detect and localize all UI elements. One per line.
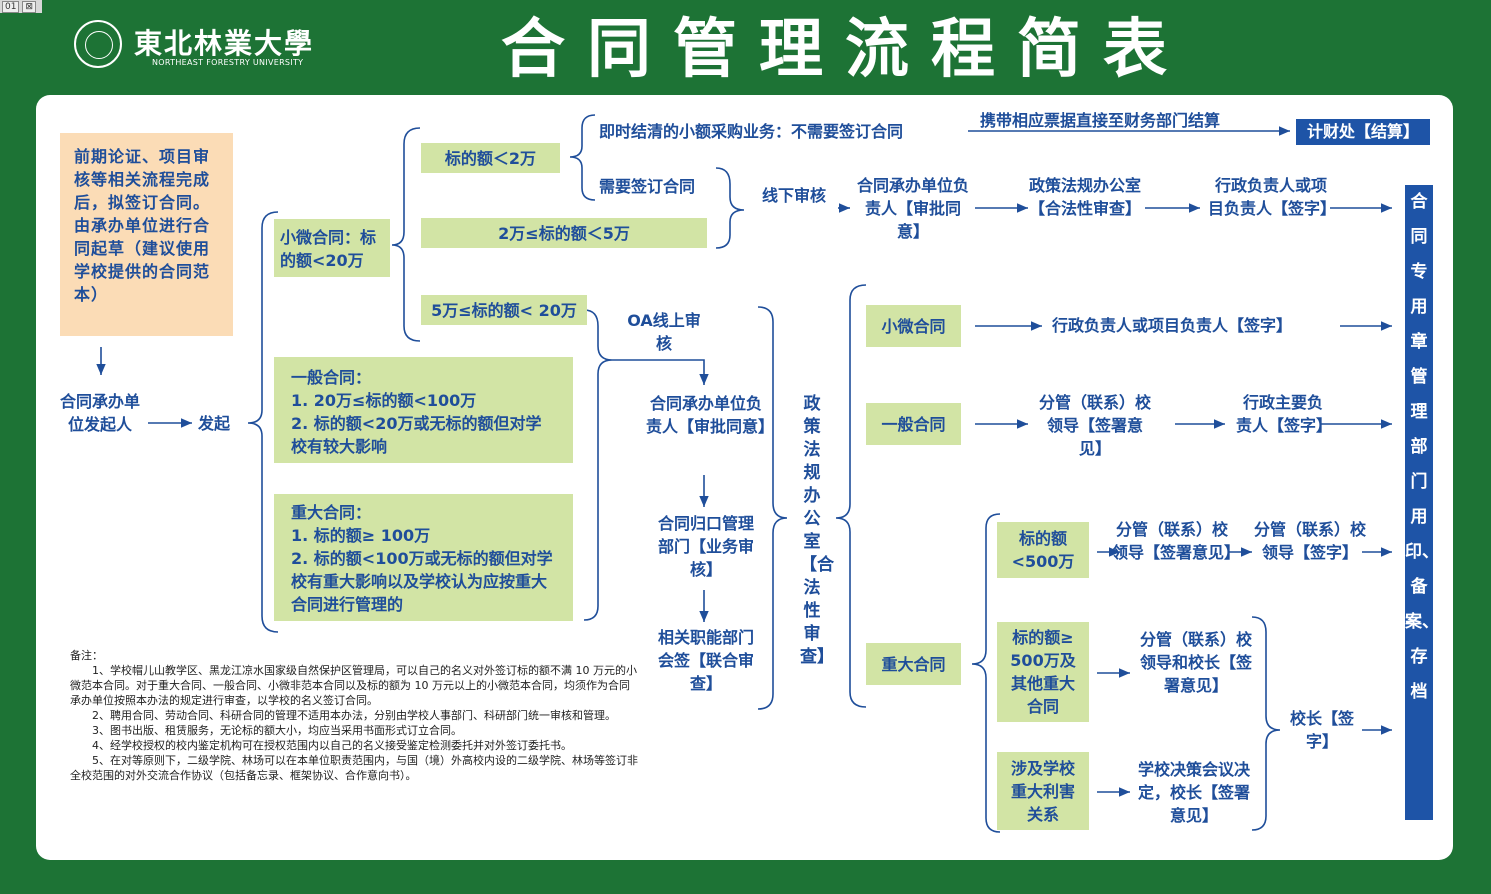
note-4: 4、经学校授权的校内鉴定机构可在授权范围内以自己的名义接受鉴定检测委托并对外签订… xyxy=(92,739,572,752)
seal-archive-bar: 合同专用章管理部门用印、备案、存档 xyxy=(1405,185,1439,820)
oa-step-joint: 相关职能部门会签【联合审查】 xyxy=(657,628,754,693)
branch-5to20: 5万≤标的额< 20万 xyxy=(421,295,587,325)
branch-2to5: 2万≤标的额＜5万 xyxy=(421,218,707,248)
close-icon[interactable]: ⊠ xyxy=(22,1,36,13)
logo-name-cn: 東北林業大學 xyxy=(134,27,315,60)
policy-office: 政策法规办公室【合法性审查】 xyxy=(800,394,834,667)
oa-review: OA线上审核 xyxy=(627,311,701,353)
oa-step-unit: 合同承办单位负责人【审批同意】 xyxy=(646,394,775,436)
flow-panel xyxy=(36,95,1453,860)
logo-name-en: NORTHEAST FORESTRY UNIVERSITY xyxy=(152,58,304,67)
finance-settle: 计财处【结算】 xyxy=(1296,119,1430,145)
launch-label: 发起 xyxy=(198,414,231,433)
need-contract: 需要签订合同 xyxy=(599,177,696,196)
offline-review: 线下审核 xyxy=(762,186,827,205)
offline-step-policy: 政策法规办公室【合法性审查】 xyxy=(1028,176,1141,218)
right-major: 重大合同 xyxy=(866,643,961,685)
note-2: 2、聘用合同、劳动合同、科研合同的管理不适用本办法，分别由学校人事部门、科研部门… xyxy=(92,709,616,722)
right-small-sign: 行政负责人或项目负责人【签字】 xyxy=(1052,316,1293,335)
major-branch-lt500: 标的额<500万 xyxy=(997,522,1089,578)
category-small: 小微合同：标的额<20万 xyxy=(274,219,390,277)
branch-lt2: 标的额＜2万 xyxy=(421,143,560,173)
footnotes: 备注： 1、学校帽儿山教学区、黑龙江凉水国家级自然保护区管理局，可以自己的名义对… xyxy=(70,648,640,783)
tab-01[interactable]: 01 xyxy=(2,1,20,13)
right-general-s2: 行政主要负责人【签字】 xyxy=(1236,393,1333,435)
president-sign: 校长【签字】 xyxy=(1289,709,1354,751)
offline-step-sign: 行政负责人或项目负责人【签字】 xyxy=(1208,176,1337,218)
drafting-note: 前期论证、项目审核等相关流程完成后，拟签订合同。由承办单位进行合同起草（建议使用… xyxy=(60,133,233,336)
category-general: 一般合同： 1. 20万≤标的额<100万 2. 标的额<20万或无标的额但对学… xyxy=(274,357,573,463)
immediate-purchase: 即时结清的小额采购业务：不需要签订合同 xyxy=(599,122,904,141)
initiator: 合同承办单位发起人 xyxy=(60,392,141,434)
notes-title: 备注： xyxy=(70,649,103,662)
right-general-s1: 分管（联系）校领导【签署意见】 xyxy=(1038,393,1151,458)
right-small: 小微合同 xyxy=(866,305,961,347)
major-b1-s1: 分管（联系）校领导【签署意见】 xyxy=(1112,520,1241,562)
major-branch-ge500: 标的额≥ 500万及其他重大合同 xyxy=(997,622,1089,722)
carry-receipts: 携带相应票据直接至财务部门结算 xyxy=(980,111,1221,130)
major-b3-s1: 学校决策会议决定，校长【签署意见】 xyxy=(1137,760,1250,825)
page-title: 合同管理流程简表 xyxy=(501,13,1189,87)
major-b1-s2: 分管（联系）校领导【签字】 xyxy=(1253,520,1366,562)
note-5: 5、在对等原则下，二级学院、林场可以在本单位职责范围内，与国（境）外高校内设的二… xyxy=(70,754,638,782)
major-b2-s1: 分管（联系）校领导和校长【签署意见】 xyxy=(1139,630,1252,695)
right-general: 一般合同 xyxy=(866,403,961,445)
major-branch-interest: 涉及学校重大利害关系 xyxy=(997,752,1089,830)
note-1: 1、学校帽儿山教学区、黑龙江凉水国家级自然保护区管理局，可以自己的名义对外签订标… xyxy=(70,664,637,707)
note-3: 3、图书出版、租赁服务，无论标的额大小，均应当采用书面形式订立合同。 xyxy=(92,724,462,737)
oa-step-dept: 合同归口管理部门【业务审核】 xyxy=(657,514,754,579)
offline-step-unit: 合同承办单位负责人【审批同意】 xyxy=(856,176,969,241)
university-logo: 東北林業大學 NORTHEAST FORESTRY UNIVERSITY xyxy=(70,18,320,70)
window-tab-bar: 01 ⊠ xyxy=(0,0,42,13)
category-major: 重大合同： 1. 标的额≥ 100万 2. 标的额<100万或无标的额但对学校有… xyxy=(274,494,573,621)
seal-icon xyxy=(74,20,122,68)
